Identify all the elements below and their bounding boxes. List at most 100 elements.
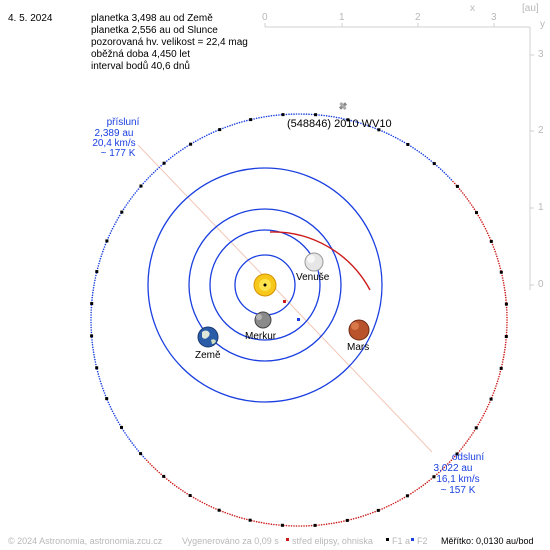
x-tick-0: 0: [262, 12, 268, 23]
orbit-dot: [158, 471, 160, 474]
orbit-dot: [134, 446, 137, 448]
orbit-dot: [293, 113, 295, 115]
orbit-dot: [350, 518, 353, 521]
orbit-dot: [469, 202, 472, 204]
orbit-dot: [495, 253, 497, 255]
orbit-dot: [453, 455, 456, 458]
orbit-dot: [333, 522, 335, 524]
orbit-position-marker: [475, 211, 478, 215]
orbit-dot: [137, 188, 140, 190]
x-tick-1: 1: [339, 12, 345, 23]
orbit-dot: [91, 296, 93, 299]
orbit-dot: [445, 173, 447, 176]
orbit-dot: [450, 459, 453, 462]
orbit-dot: [278, 114, 280, 116]
orbit-dot: [288, 113, 290, 115]
orbit-dot: [226, 125, 229, 128]
orbit-dot: [103, 246, 106, 248]
orbit-dot: [505, 339, 507, 341]
orbit-dot: [499, 267, 502, 270]
orbit-dot: [212, 507, 215, 509]
orbit-position-marker: [432, 475, 436, 479]
orbit-dot: [374, 510, 376, 513]
orbit-dot: [343, 520, 345, 522]
orbit-dot: [392, 135, 395, 138]
earth-label: Země: [195, 350, 221, 361]
orbit-dot: [424, 482, 427, 485]
info-line-magnitude: pozorovaná hv. velikost = 22,4 mag: [91, 37, 248, 48]
orbit-dot: [192, 496, 195, 499]
orbit-dot: [142, 182, 145, 185]
orbit-dot: [496, 382, 498, 385]
orbit-dot: [467, 438, 470, 440]
orbit-dot: [149, 175, 151, 177]
orbit-dot: [199, 500, 201, 503]
orbit-dot: [94, 279, 96, 282]
orbit-dot: [186, 145, 188, 148]
orbit-dot: [156, 470, 159, 472]
orbit-dot: [98, 378, 101, 380]
orbit-dot: [491, 243, 494, 246]
orbit-dot: [273, 523, 275, 526]
orbit-dot: [268, 523, 270, 525]
orbit-dot: [102, 389, 105, 392]
orbit-dot: [99, 257, 102, 260]
orbit-dot: [355, 121, 357, 123]
orbit-dot: [360, 515, 362, 518]
orbit-dot: [323, 523, 325, 526]
orbit-dot: [450, 178, 453, 181]
orbit-position-marker: [189, 142, 193, 146]
orbit-dot: [158, 166, 160, 169]
orbit-dot: [502, 282, 505, 284]
orbit-dot: [496, 257, 499, 260]
venus-label: Venuše: [296, 272, 330, 283]
orbit-dot: [403, 496, 406, 499]
orbit-dot: [110, 230, 113, 232]
orbit-dot: [504, 294, 507, 297]
orbit-position-marker: [432, 162, 436, 166]
orbit-dot: [486, 406, 489, 408]
orbit-dot: [144, 180, 146, 183]
orbit-dot: [369, 512, 372, 515]
orbit-dot: [503, 284, 505, 287]
orbit-position-marker: [248, 518, 252, 522]
orbit-dot: [118, 423, 121, 426]
info-line-period: oběžná doba 4,450 let: [91, 49, 190, 60]
orbit-dot: [330, 115, 333, 118]
orbit-dot: [275, 114, 278, 116]
orbit-dot: [122, 208, 125, 210]
perihelion-temp: ~ 177 K: [100, 148, 136, 159]
orbit-dot: [154, 468, 157, 470]
orbit-dot: [488, 236, 491, 239]
orbit-dot: [502, 279, 504, 282]
object-name: (548846) 2010 WV10: [287, 118, 392, 130]
orbit-dot: [461, 446, 464, 448]
sun-icon: [253, 273, 277, 297]
orbit-dot: [263, 116, 265, 118]
orbit-dot: [506, 314, 508, 316]
orbit-dot: [136, 448, 138, 450]
orbit-dot: [372, 511, 374, 514]
orbit-dot: [463, 444, 466, 446]
orbit-dot: [131, 196, 133, 198]
orbit-dot: [160, 165, 162, 167]
orbit-dot: [498, 262, 500, 265]
orbit-dot: [201, 501, 204, 504]
orbit-dot: [485, 230, 488, 232]
orbit-dot: [465, 442, 467, 444]
orbit-dot: [333, 116, 335, 118]
orbit-dot: [94, 358, 96, 361]
orbit-dot: [335, 521, 338, 524]
orbit-position-marker: [455, 452, 459, 456]
orbit-dot: [90, 316, 92, 319]
orbit-dot: [350, 119, 353, 122]
orbit-dot: [372, 126, 374, 129]
orbit-position-marker: [95, 366, 99, 370]
apsis-line: [137, 144, 433, 453]
orbit-dot: [117, 216, 120, 219]
orbit-dot: [233, 515, 236, 517]
orbit-dot: [184, 146, 186, 149]
orbit-dot: [420, 485, 423, 488]
orbit-dot: [175, 152, 178, 155]
orbit-dot: [180, 488, 182, 491]
